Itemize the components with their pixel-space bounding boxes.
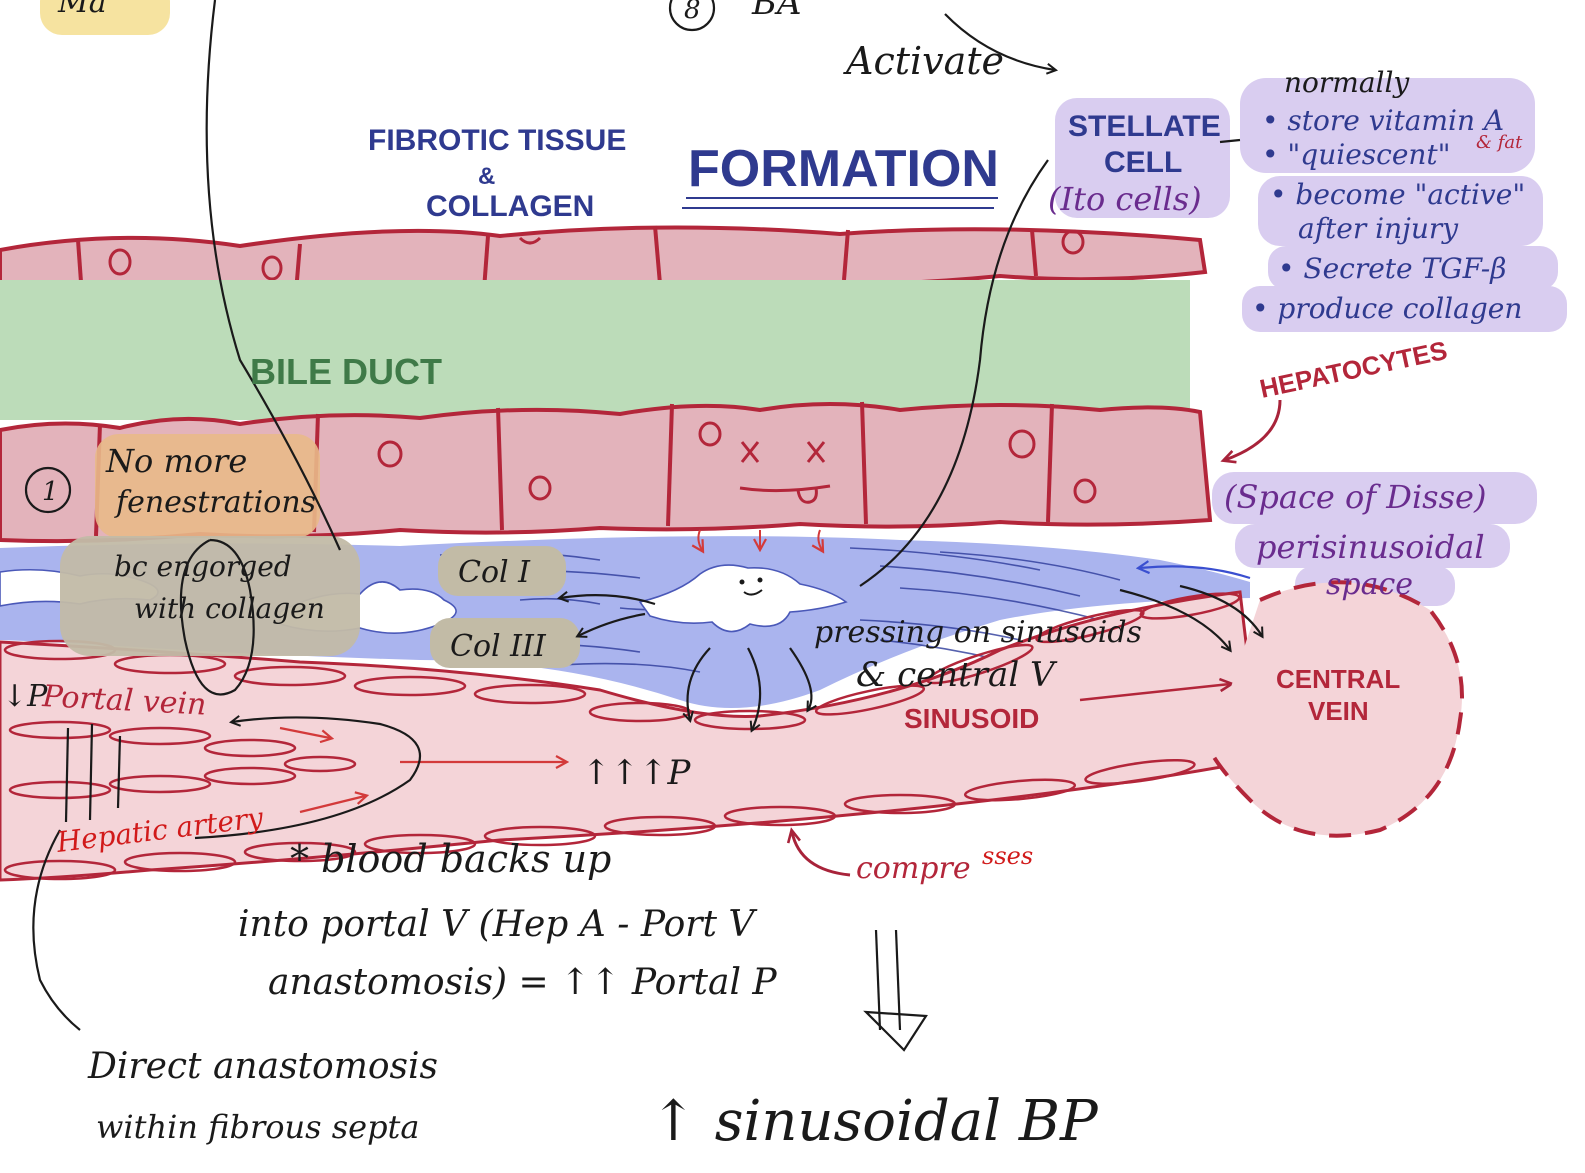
normally-label: normally xyxy=(1284,66,1410,99)
number-1: 1 xyxy=(42,477,59,507)
stellate-bullet-1: • store vitamin A xyxy=(1262,104,1504,137)
engorged-note-2: with collagen xyxy=(134,592,325,625)
stellate-bullet-3: • become "active" xyxy=(1270,178,1525,211)
stellate-bullet-5: • Secrete TGF-β xyxy=(1278,252,1506,285)
bile-duct-band xyxy=(0,280,1190,420)
space-of-disse-label: (Space of Disse) xyxy=(1224,478,1486,516)
stellate-bullet-2: • "quiescent" xyxy=(1262,138,1451,171)
direct-anastomosis-note-1: Direct anastomosis xyxy=(87,1046,438,1087)
down-arrow-head xyxy=(866,1012,926,1050)
down-arrow-shaft-1 xyxy=(876,930,880,1030)
blood-note-3: anastomosis) = ↑↑ Portal P xyxy=(268,962,777,1003)
fibrotic-title-line1: FIBROTIC TISSUE xyxy=(368,124,626,157)
blood-note-2: into portal V (Hep A - Port V xyxy=(238,904,758,945)
perisinusoidal-label-1: perisinusoidal xyxy=(1256,528,1485,566)
fibrotic-title-line2: & xyxy=(478,163,495,190)
number-8: 8 xyxy=(684,0,701,25)
blood-note-1: * blood backs up xyxy=(290,837,611,881)
compresses-label-b: sses xyxy=(982,842,1033,870)
sinusoid-label: SINUSOID xyxy=(904,703,1039,734)
stellate-bullet-4: after injury xyxy=(1298,212,1459,245)
compresses-arrow xyxy=(792,832,850,875)
sinusoidal-bp-result: ↑ sinusoidal BP xyxy=(650,1089,1099,1154)
stellate-label-line1: STELLATE xyxy=(1068,110,1221,143)
hepatocytes-arrow xyxy=(1225,400,1280,460)
fibrotic-title-line3: COLLAGEN xyxy=(426,190,594,223)
perisinusoidal-label-2: space xyxy=(1326,567,1413,602)
partial-top-left-text: Ma xyxy=(57,0,107,20)
fenestrations-note-2: fenestrations xyxy=(114,485,316,520)
ba-label: BA xyxy=(751,0,802,23)
direct-anastomosis-note-2: within fibrous septa xyxy=(96,1108,419,1146)
ito-cells-label: (Ito cells) xyxy=(1048,180,1202,218)
down-p-label: ↓P xyxy=(2,679,48,714)
stellate-bullet-6: • produce collagen xyxy=(1252,292,1522,325)
up-p-label: ↑↑↑P xyxy=(582,753,691,793)
col1-label: Col I xyxy=(458,555,531,590)
bile-duct-label: BILE DUCT xyxy=(250,351,442,392)
formation-title: FORMATION xyxy=(688,140,999,198)
pressing-label-1: pressing on sinusoids xyxy=(814,615,1142,650)
bile-duct xyxy=(0,280,1190,420)
hepatocytes-label: HEPATOCYTES xyxy=(1257,335,1450,404)
compresses-label-a: compre xyxy=(856,851,971,886)
activate-label: Activate xyxy=(843,39,1004,83)
central-vein-label-2: VEIN xyxy=(1308,696,1369,726)
pressing-label-2: & central V xyxy=(856,655,1058,695)
engorged-note-1: bc engorged xyxy=(114,550,292,583)
stellate-label-line2: CELL xyxy=(1104,146,1182,179)
central-vein-label-1: CENTRAL xyxy=(1276,664,1400,694)
col3-label: Col III xyxy=(450,629,547,664)
fenestrations-note-1: No more xyxy=(105,442,247,480)
fat-note: & fat xyxy=(1476,132,1523,153)
